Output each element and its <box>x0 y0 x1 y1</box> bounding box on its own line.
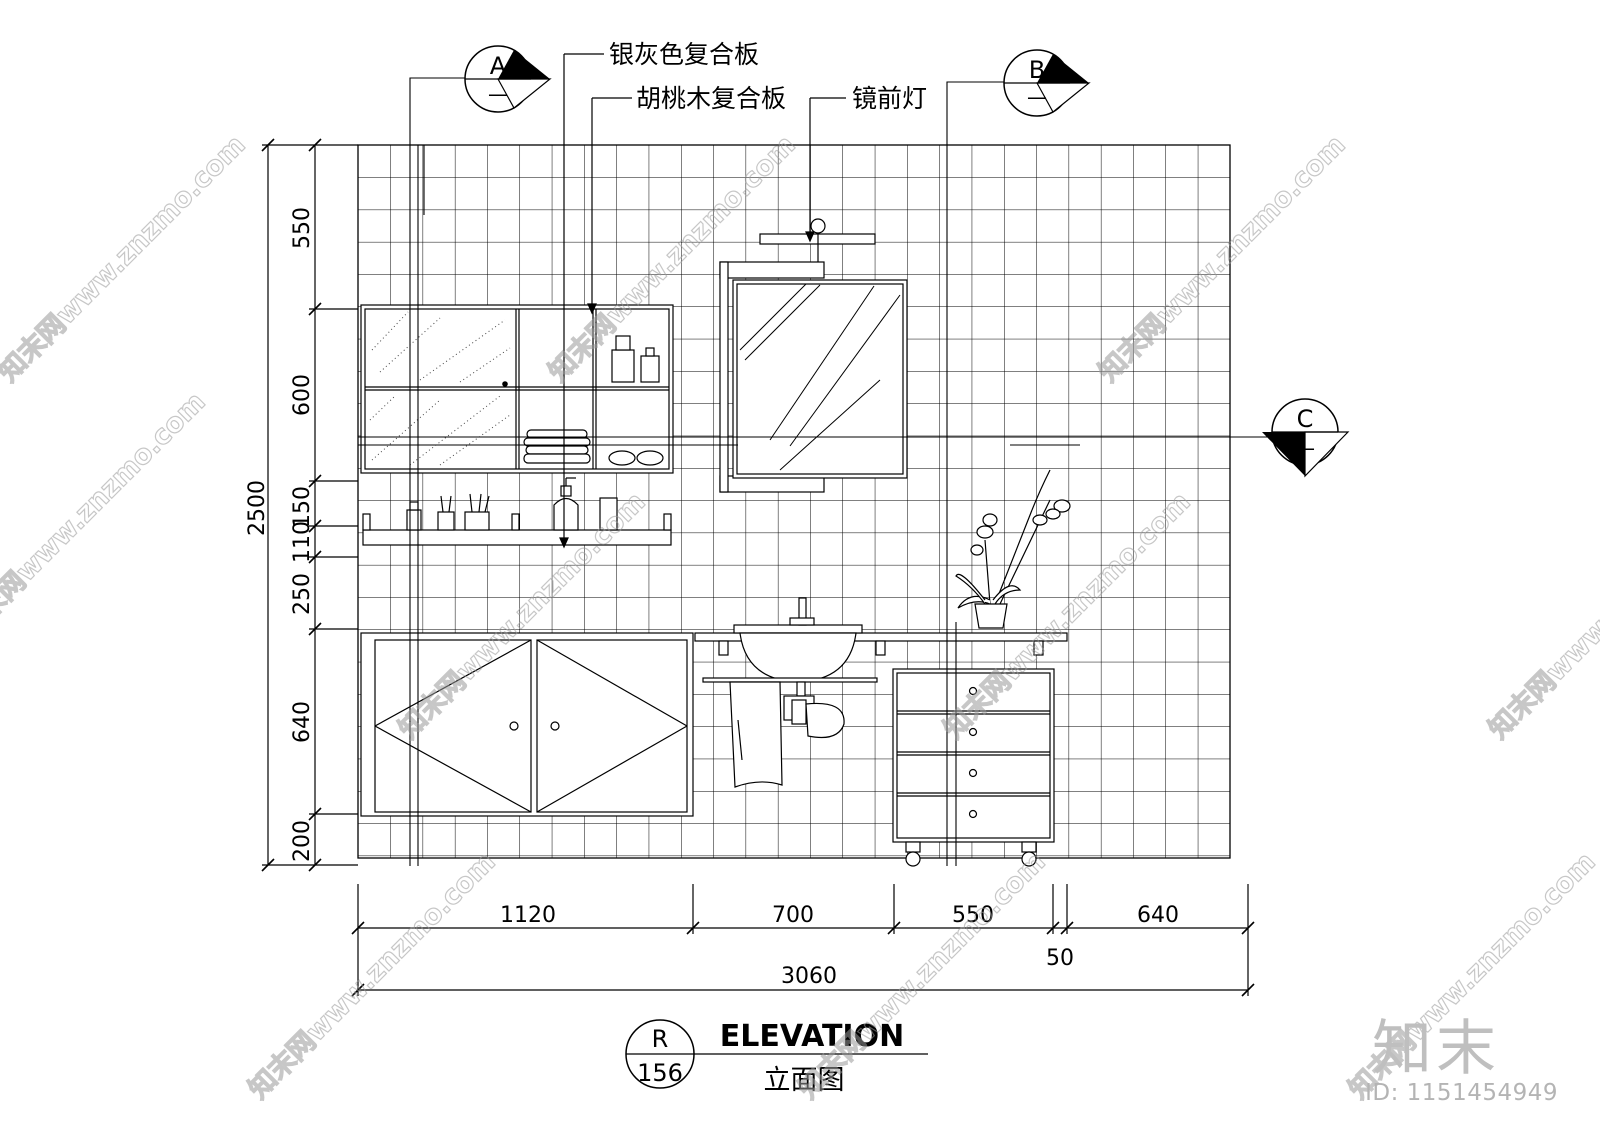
dim-h-550: 550 <box>952 903 994 928</box>
dim-v-250: 250 <box>290 573 315 615</box>
asset-id: ID: 1151454949 <box>1365 1080 1558 1106</box>
wall-cabinet <box>360 304 674 474</box>
dim-h-700: 700 <box>772 903 814 928</box>
horizontal-dimension-labels: 1120 700 550 50 640 3060 <box>500 903 1179 989</box>
mirror-reflection-lines <box>739 283 901 471</box>
marker-c-sub: — <box>1295 436 1315 460</box>
label-silver-panel: 银灰色复合板 <box>609 40 759 69</box>
dim-v-600: 600 <box>290 374 315 416</box>
dim-v-150: 150 <box>290 486 315 528</box>
title-block: R 156 ELEVATION 立面图 <box>625 1019 928 1096</box>
dim-v-total: 2500 <box>245 480 270 536</box>
dim-h-640: 640 <box>1137 903 1179 928</box>
watermark-text: 知末网www.znzmo.com <box>0 129 252 388</box>
vanity-counter-basin <box>694 597 1068 788</box>
marker-a-letter: A <box>490 52 507 80</box>
marker-b-sub: — <box>1027 85 1047 109</box>
marker-a-sub: — <box>488 82 508 106</box>
title-marker-letter: R <box>652 1025 669 1053</box>
label-walnut-panel: 胡桃木复合板 <box>636 84 786 113</box>
watermark-text: 知末网www.znzmo.com <box>0 386 212 645</box>
title-english: ELEVATION <box>720 1019 904 1054</box>
marker-c-letter: C <box>1297 405 1314 433</box>
dim-h-total: 3060 <box>781 964 837 989</box>
marker-b-letter: B <box>1029 56 1045 84</box>
dim-v-110: 110 <box>290 521 315 563</box>
callout-leaders <box>559 53 846 549</box>
dim-h-1120: 1120 <box>500 903 556 928</box>
brand-logo: 知末 <box>1372 1014 1500 1084</box>
section-lines <box>358 77 1280 866</box>
orchid-plant <box>955 469 1071 629</box>
dim-h-50: 50 <box>1046 946 1074 971</box>
dim-v-200: 200 <box>290 820 315 862</box>
title-chinese: 立面图 <box>764 1065 845 1096</box>
watermark-text: 知末网www.znzmo.com <box>1483 486 1600 745</box>
horizontal-dimensions <box>351 884 1255 997</box>
drawer-unit <box>892 668 1055 867</box>
dim-v-550: 550 <box>290 207 315 249</box>
watermark-text: 知末网www.znzmo.com <box>243 846 502 1105</box>
section-marker-b: B — <box>1003 49 1091 117</box>
title-marker-number: 156 <box>637 1059 683 1087</box>
base-cabinet <box>360 632 694 817</box>
dim-v-640: 640 <box>290 701 315 743</box>
vertical-dimension-labels: 2500 550 600 150 110 250 640 200 <box>245 207 315 862</box>
section-marker-a: A — <box>464 45 552 113</box>
mirror-with-lamp <box>719 218 908 493</box>
label-mirror-light: 镜前灯 <box>852 84 927 113</box>
section-marker-c: C — <box>1262 398 1350 478</box>
vertical-dimensions <box>261 138 358 872</box>
